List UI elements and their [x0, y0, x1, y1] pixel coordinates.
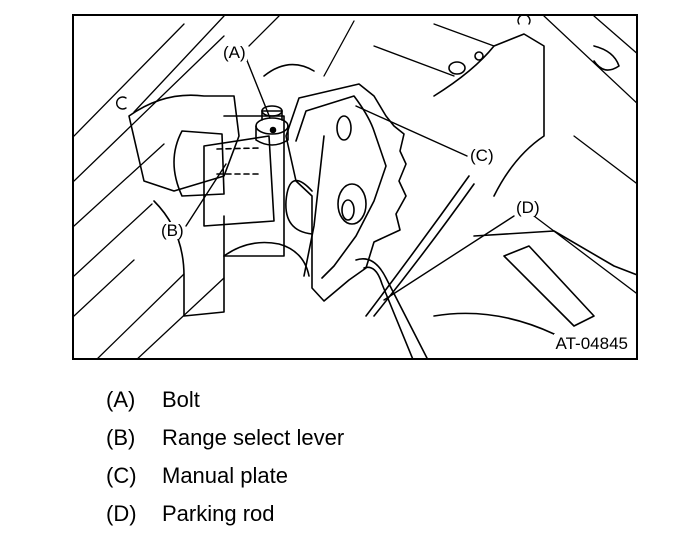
legend: (A) Bolt (B) Range select lever (C) Manu… — [106, 389, 344, 541]
figure-code: AT-04845 — [553, 334, 630, 354]
legend-label: Parking rod — [162, 501, 275, 526]
legend-label: Bolt — [162, 387, 200, 412]
bolt-shape — [255, 105, 289, 146]
legend-key: (D) — [106, 501, 137, 526]
leader-lines — [185, 57, 515, 301]
legend-key: (C) — [106, 463, 137, 488]
legend-item-parking-rod: (D) Parking rod — [106, 503, 344, 541]
illustration-frame: (A) (B) (C) (D) AT-04845 — [72, 14, 638, 360]
legend-key: (B) — [106, 425, 136, 450]
legend-key: (A) — [106, 387, 136, 412]
legend-label: Manual plate — [162, 463, 288, 488]
legend-item-range-select-lever: (B) Range select lever — [106, 427, 344, 465]
callout-b: (B) — [160, 221, 185, 240]
transmission-drawing — [74, 16, 636, 358]
legend-item-bolt: (A) Bolt — [106, 389, 344, 427]
callout-d: (D) — [515, 198, 541, 217]
right-housing — [223, 33, 636, 335]
casting-body — [128, 63, 325, 317]
parking-rod-shape — [355, 175, 475, 358]
legend-item-manual-plate: (C) Manual plate — [106, 465, 344, 503]
housing-lines — [74, 16, 636, 358]
manual-plate-shape — [285, 83, 407, 302]
callout-c: (C) — [469, 146, 495, 165]
clip-marks — [116, 16, 531, 110]
legend-label: Range select lever — [162, 425, 345, 450]
callout-a: (A) — [222, 43, 247, 62]
